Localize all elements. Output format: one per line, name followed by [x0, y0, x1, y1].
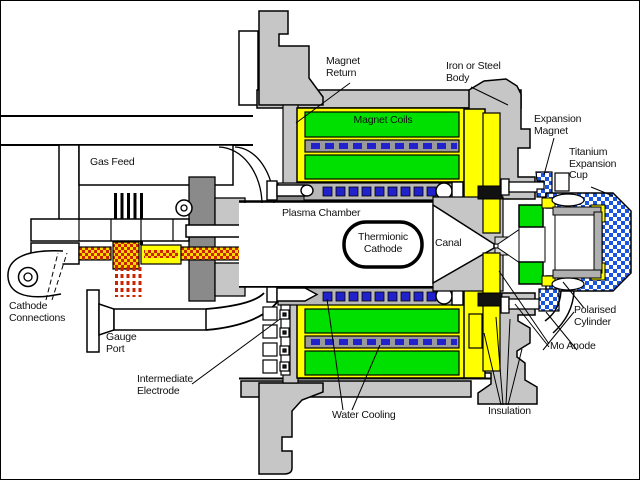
leader-expansion-magnet: [543, 137, 555, 176]
magnet-coil-top: [296, 107, 486, 207]
label-expansion-magnet: Expansion Magnet: [534, 113, 582, 137]
canal-bore: [432, 203, 495, 285]
leader-insulation-3: [505, 318, 511, 406]
label-intermediate-electrode: Intermediate Electrode: [137, 373, 193, 397]
flange-plate-top: [238, 30, 259, 106]
label-plasma-chamber: Plasma Chamber: [282, 207, 361, 219]
label-iron-or-steel-body: Iron or Steel Body: [446, 60, 501, 84]
cup-interior: [554, 214, 595, 271]
insulation-yellow-foot: [468, 313, 483, 349]
electrode-bolt-column-bottom: [262, 304, 291, 376]
leader-mo-anode-1: [498, 270, 550, 345]
gauge-port: [86, 289, 282, 353]
label-magnet-return: Magnet Return: [326, 55, 360, 79]
expansion-magnet-green-top: [518, 204, 544, 228]
leader-water-cooling-2: [351, 344, 381, 411]
leader-mo-anode-2: [514, 303, 550, 348]
label-canal: Canal: [435, 237, 462, 249]
leader-insulation-2: [495, 316, 504, 406]
leader-water-cooling-1: [326, 298, 344, 411]
insulation-yellow-top: [482, 112, 501, 234]
leader-cathode-connections-1: [45, 252, 59, 301]
insulation-black-bottom: [477, 292, 503, 307]
leader-lines: [45, 82, 614, 411]
flange-column-bottom: [258, 382, 324, 475]
label-water-cooling: Water Cooling: [332, 409, 396, 421]
cup-lip-bottom: [551, 277, 585, 291]
polarised-cylinder-lining-right: [593, 211, 603, 274]
cathode-connector-segment: [78, 246, 112, 261]
expansion-magnet-checker: [535, 171, 553, 198]
label-magnet-coils: Magnet Coils: [353, 114, 413, 126]
insulator-box-upper: [30, 218, 190, 242]
coil-green-lower: [304, 154, 460, 180]
body-bolt-top: [500, 178, 510, 196]
label-titanium-expansion-cup: Titanium Expansion Cup: [569, 146, 617, 181]
label-insulation: Insulation: [488, 405, 531, 417]
label-thermionic-cathode: Thermionic Cathode: [358, 231, 408, 255]
bolt-flange-top-left: [266, 180, 278, 201]
label-gauge-port: Gauge Port: [106, 331, 137, 355]
cathode-heater-wires: [115, 267, 142, 297]
coil-green-upper: [304, 111, 460, 138]
cathode-connector-block: [112, 241, 140, 270]
flange-column-top: [258, 10, 324, 106]
intermediate-electrode-tip: [276, 287, 319, 302]
cup-lip-top: [551, 193, 585, 207]
label-cathode-connections: Cathode Connections: [9, 300, 66, 324]
leader-magnet-return: [295, 82, 351, 124]
polarised-cylinder-lining-bottom: [552, 269, 602, 279]
leader-insulation-4: [507, 348, 523, 406]
leader-cathode-connections-2: [51, 252, 68, 301]
leader-iron-steel-body: [470, 86, 509, 106]
insulation-yellow-bottom: [482, 252, 501, 372]
insulation-black-top: [477, 185, 503, 200]
leader-polarised-cylinder: [562, 281, 585, 309]
label-gas-feed: Gas Feed: [90, 156, 135, 168]
gas-feed-pipe: [1, 115, 253, 222]
water-cooling-row-top: [266, 180, 464, 202]
magnet-coil-bottom: [296, 285, 486, 379]
body-bolt-bottom: [500, 296, 510, 314]
expansion-cup-assembly: [500, 171, 632, 351]
leader-titanium-cup: [590, 186, 614, 197]
expansion-magnet-green-bottom: [518, 261, 544, 285]
label-mo-anode: Mo Anode: [550, 340, 596, 352]
label-polarised-cylinder: Polarised Cylinder: [574, 304, 616, 328]
thermionic-cathode-body: [342, 220, 424, 269]
mount-block-dark: [188, 176, 216, 302]
leader-insulation-1: [483, 332, 502, 406]
leader-intermediate-electrode: [191, 318, 281, 385]
